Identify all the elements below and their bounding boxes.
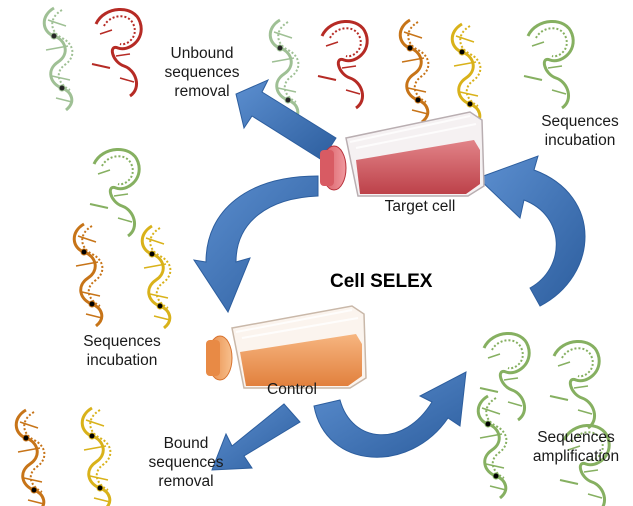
target-cell-flask — [320, 111, 485, 197]
arrow-target-to-control — [192, 175, 319, 314]
label-line: Sequences — [537, 429, 615, 446]
label-line: incubation — [86, 352, 158, 369]
label-line: Unbound — [170, 45, 234, 62]
label-sequences-incubation-top: Sequences incubation — [530, 112, 630, 150]
label-line: Bound — [163, 435, 209, 452]
label-sequences-incubation-left: Sequences incubation — [72, 332, 172, 370]
label-target-cell: Target cell — [384, 198, 456, 215]
arrow-unbound-removal — [235, 78, 337, 161]
label-line: removal — [158, 473, 214, 490]
arrow-amplification-to-target — [477, 155, 586, 307]
label-unbound-sequences-removal: Unbound sequences removal — [150, 44, 254, 101]
aptamer-cluster-bottom-left — [14, 406, 112, 506]
label-control: Control — [267, 381, 317, 398]
label-line: Sequences — [83, 333, 161, 350]
control-flask — [206, 305, 367, 389]
arrow-control-to-amplification — [313, 371, 467, 458]
diagram-title: Cell SELEX — [330, 271, 433, 292]
label-sequences-amplification: Sequences amplification — [522, 428, 630, 466]
label-line: incubation — [544, 132, 616, 149]
label-line: sequences — [164, 64, 240, 81]
label-line: sequences — [148, 454, 224, 471]
aptamer-cluster-top-left — [42, 6, 143, 112]
label-line: amplification — [532, 448, 620, 465]
label-line: removal — [174, 83, 230, 100]
aptamer-cluster-amplification — [476, 331, 611, 506]
label-line: Sequences — [541, 113, 619, 130]
aptamer-cluster-left — [72, 147, 172, 330]
label-bound-sequences-removal: Bound sequences removal — [134, 434, 238, 491]
arrow-bound-removal — [211, 403, 301, 471]
aptamer-cluster-top — [268, 18, 575, 128]
